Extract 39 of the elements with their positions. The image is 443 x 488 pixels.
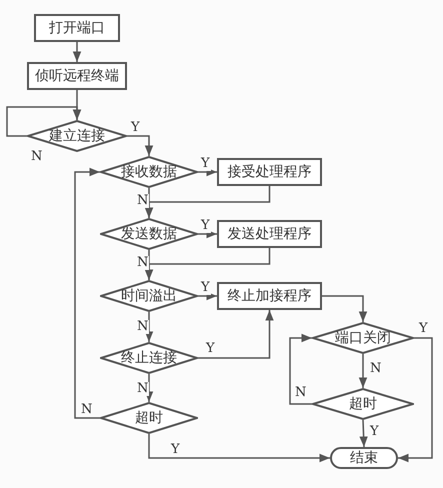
arrow (198, 292, 217, 300)
decision-diamond: 超时 (312, 388, 414, 420)
arrow (358, 354, 368, 388)
arrow (148, 434, 330, 462)
decision-diamond: 终止连接 (100, 342, 198, 374)
decision-diamond: 端口关闭 (312, 322, 414, 354)
arrow (144, 188, 154, 218)
arrow (74, 168, 100, 419)
decision-diamond: 接收数据 (100, 156, 198, 188)
edge-label: N (136, 194, 150, 208)
arrow (144, 250, 154, 280)
process-box: 发送处理程序 (217, 220, 322, 248)
arrow (144, 374, 154, 402)
process-box: 终止加接程序 (217, 282, 322, 310)
arrow (6, 106, 82, 137)
edge-label: Y (200, 219, 211, 233)
arrow (198, 168, 217, 176)
arrow (198, 310, 274, 359)
decision-diamond: 建立连接 (27, 120, 127, 152)
edge-label: N (136, 320, 150, 334)
process-box: 侦听远程终端 (27, 62, 127, 90)
edge-label: N (136, 256, 150, 270)
process-box: 打开端口 (34, 14, 120, 42)
decision-diamond: 发送数据 (100, 218, 198, 250)
arrow (127, 135, 154, 156)
arrow (198, 230, 217, 238)
arrow (289, 334, 312, 405)
arrow (322, 295, 368, 322)
arrow (359, 420, 368, 448)
edge-label: N (136, 382, 150, 396)
terminal-box: 结束 (330, 447, 398, 469)
decision-diamond: 时间溢出 (100, 280, 198, 312)
arrow (144, 312, 154, 342)
arrow (72, 42, 82, 62)
edge-label: Y (200, 281, 211, 295)
edge-label: Y (200, 157, 211, 171)
process-box: 接受处理程序 (217, 158, 322, 186)
decision-diamond: 超时 (100, 402, 198, 434)
arrow (398, 337, 433, 462)
